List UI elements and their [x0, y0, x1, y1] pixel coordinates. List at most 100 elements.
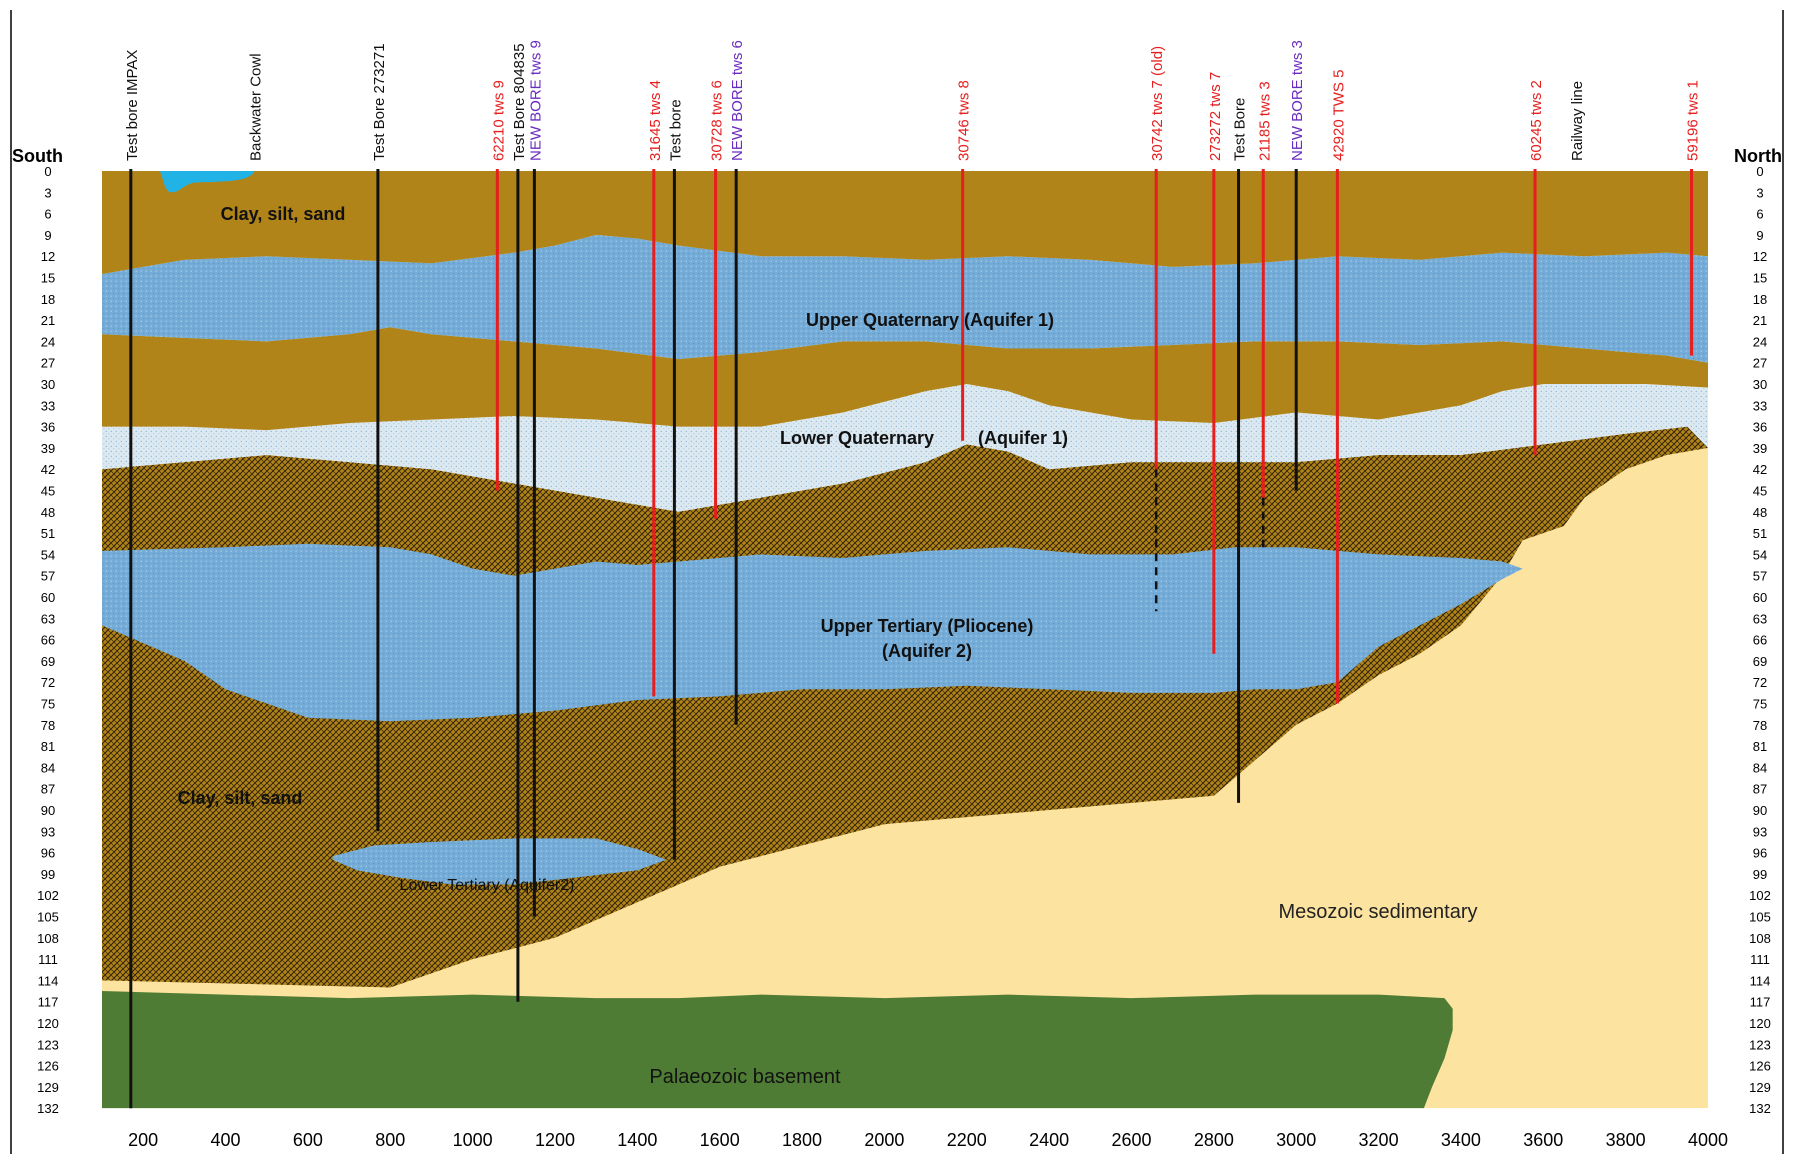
- depth-tick-left-129: 129: [37, 1080, 59, 1095]
- depth-tick-left-6: 6: [44, 207, 51, 222]
- depth-tick-right-93: 93: [1753, 824, 1767, 839]
- bore-label-9: 30728 tws 6: [709, 80, 726, 161]
- depth-tick-right-126: 126: [1749, 1059, 1771, 1074]
- depth-tick-right-21: 21: [1753, 313, 1767, 328]
- depth-tick-left-57: 57: [41, 569, 55, 584]
- depth-tick-left-0: 0: [44, 164, 51, 179]
- distance-tick-2400: 2400: [1029, 1130, 1069, 1150]
- bore-label-18: 60245 tws 2: [1528, 80, 1545, 161]
- depth-tick-right-6: 6: [1756, 207, 1763, 222]
- depth-tick-right-87: 87: [1753, 782, 1767, 797]
- layer-labels: Clay, silt, sand Upper Quaternary (Aquif…: [178, 204, 1478, 1088]
- depth-tick-left-123: 123: [37, 1037, 59, 1052]
- depth-tick-left-90: 90: [41, 803, 55, 818]
- bore-label-4: 62210 tws 9: [490, 80, 507, 161]
- depth-tick-right-114: 114: [1750, 973, 1771, 988]
- depth-tick-left-75: 75: [41, 697, 55, 712]
- depth-tick-right-15: 15: [1753, 271, 1767, 286]
- depth-tick-left-30: 30: [41, 377, 55, 392]
- bore-label-10: NEW BORE tws 6: [729, 40, 746, 161]
- upper-tertiary-aquifer: [102, 543, 1523, 722]
- label-upper-tertiary: Upper Tertiary (Pliocene): [821, 616, 1034, 636]
- depth-tick-right-9: 9: [1756, 228, 1763, 243]
- depth-tick-left-132: 132: [37, 1101, 59, 1116]
- depth-tick-left-60: 60: [41, 590, 55, 605]
- distance-tick-2600: 2600: [1111, 1130, 1151, 1150]
- upper-quaternary-aquifer: [102, 234, 1708, 363]
- depth-axis-right: 0369121518212427303336394245485154576063…: [1749, 164, 1771, 1116]
- north-label: North: [1734, 146, 1782, 166]
- distance-tick-1000: 1000: [453, 1130, 493, 1150]
- depth-tick-right-63: 63: [1753, 611, 1767, 626]
- depth-tick-right-54: 54: [1753, 547, 1767, 562]
- label-clay-top: Clay, silt, sand: [221, 204, 346, 224]
- distance-tick-800: 800: [375, 1130, 405, 1150]
- distance-tick-200: 200: [128, 1130, 158, 1150]
- south-label: South: [12, 146, 63, 166]
- depth-axis-left: 0369121518212427303336394245485154576063…: [37, 164, 59, 1116]
- distance-tick-1200: 1200: [535, 1130, 575, 1150]
- depth-tick-left-39: 39: [41, 441, 55, 456]
- depth-tick-left-69: 69: [41, 654, 55, 669]
- depth-tick-right-120: 120: [1749, 1016, 1771, 1031]
- distance-tick-3000: 3000: [1276, 1130, 1316, 1150]
- distance-tick-3600: 3600: [1523, 1130, 1563, 1150]
- distance-tick-1600: 1600: [700, 1130, 740, 1150]
- lower-tertiary-aquifer: [332, 838, 667, 885]
- bore-label-12: 30742 tws 7 (old): [1149, 46, 1166, 161]
- depth-tick-left-78: 78: [41, 718, 55, 733]
- depth-tick-left-54: 54: [41, 547, 55, 562]
- depth-tick-left-114: 114: [38, 973, 59, 988]
- depth-tick-right-18: 18: [1753, 292, 1767, 307]
- depth-tick-right-78: 78: [1753, 718, 1767, 733]
- distance-tick-1400: 1400: [617, 1130, 657, 1150]
- depth-tick-left-33: 33: [41, 398, 55, 413]
- surface-water-pond: [159, 171, 255, 193]
- distance-tick-2200: 2200: [947, 1130, 987, 1150]
- distance-tick-3800: 3800: [1606, 1130, 1646, 1150]
- depth-tick-right-102: 102: [1749, 888, 1771, 903]
- depth-tick-left-21: 21: [41, 313, 55, 328]
- depth-tick-right-33: 33: [1753, 398, 1767, 413]
- depth-tick-left-93: 93: [41, 824, 55, 839]
- bore-label-14: Test Bore: [1232, 98, 1249, 161]
- distance-tick-1800: 1800: [782, 1130, 822, 1150]
- bore-label-3: Test Bore 273271: [371, 43, 388, 161]
- distance-tick-600: 600: [293, 1130, 323, 1150]
- depth-tick-left-42: 42: [41, 462, 55, 477]
- depth-tick-right-117: 117: [1750, 995, 1771, 1010]
- depth-tick-left-27: 27: [41, 356, 55, 371]
- depth-tick-left-102: 102: [37, 888, 59, 903]
- distance-tick-400: 400: [211, 1130, 241, 1150]
- depth-tick-left-84: 84: [41, 760, 55, 775]
- depth-tick-left-9: 9: [44, 228, 51, 243]
- distance-tick-3200: 3200: [1359, 1130, 1399, 1150]
- label-mesozoic: Mesozoic sedimentary: [1279, 901, 1478, 923]
- depth-tick-left-99: 99: [41, 867, 55, 882]
- depth-tick-left-87: 87: [41, 782, 55, 797]
- bore-label-19: Railway line: [1569, 81, 1586, 161]
- depth-tick-right-132: 132: [1749, 1101, 1771, 1116]
- depth-tick-right-39: 39: [1753, 441, 1767, 456]
- depth-tick-right-36: 36: [1753, 420, 1767, 435]
- depth-tick-right-105: 105: [1749, 910, 1771, 925]
- depth-tick-right-75: 75: [1753, 697, 1767, 712]
- depth-tick-right-0: 0: [1756, 164, 1763, 179]
- distance-tick-3400: 3400: [1441, 1130, 1481, 1150]
- bore-label-15: 21185 tws 3: [1256, 81, 1273, 161]
- clay-silt-sand-top-layer: [102, 171, 1708, 274]
- geological-section: [102, 171, 1708, 1109]
- depth-tick-left-96: 96: [41, 846, 55, 861]
- depth-tick-left-108: 108: [37, 931, 59, 946]
- label-lower-quaternary: Lower Quaternary: [780, 428, 934, 448]
- depth-tick-left-81: 81: [41, 739, 55, 754]
- clay-silt-sand-middle-layer: [102, 327, 1708, 431]
- distance-tick-2800: 2800: [1194, 1130, 1234, 1150]
- depth-tick-left-105: 105: [37, 910, 59, 925]
- depth-tick-left-72: 72: [41, 675, 55, 690]
- depth-tick-right-27: 27: [1753, 356, 1767, 371]
- bore-label-11: 30746 tws 8: [956, 80, 973, 161]
